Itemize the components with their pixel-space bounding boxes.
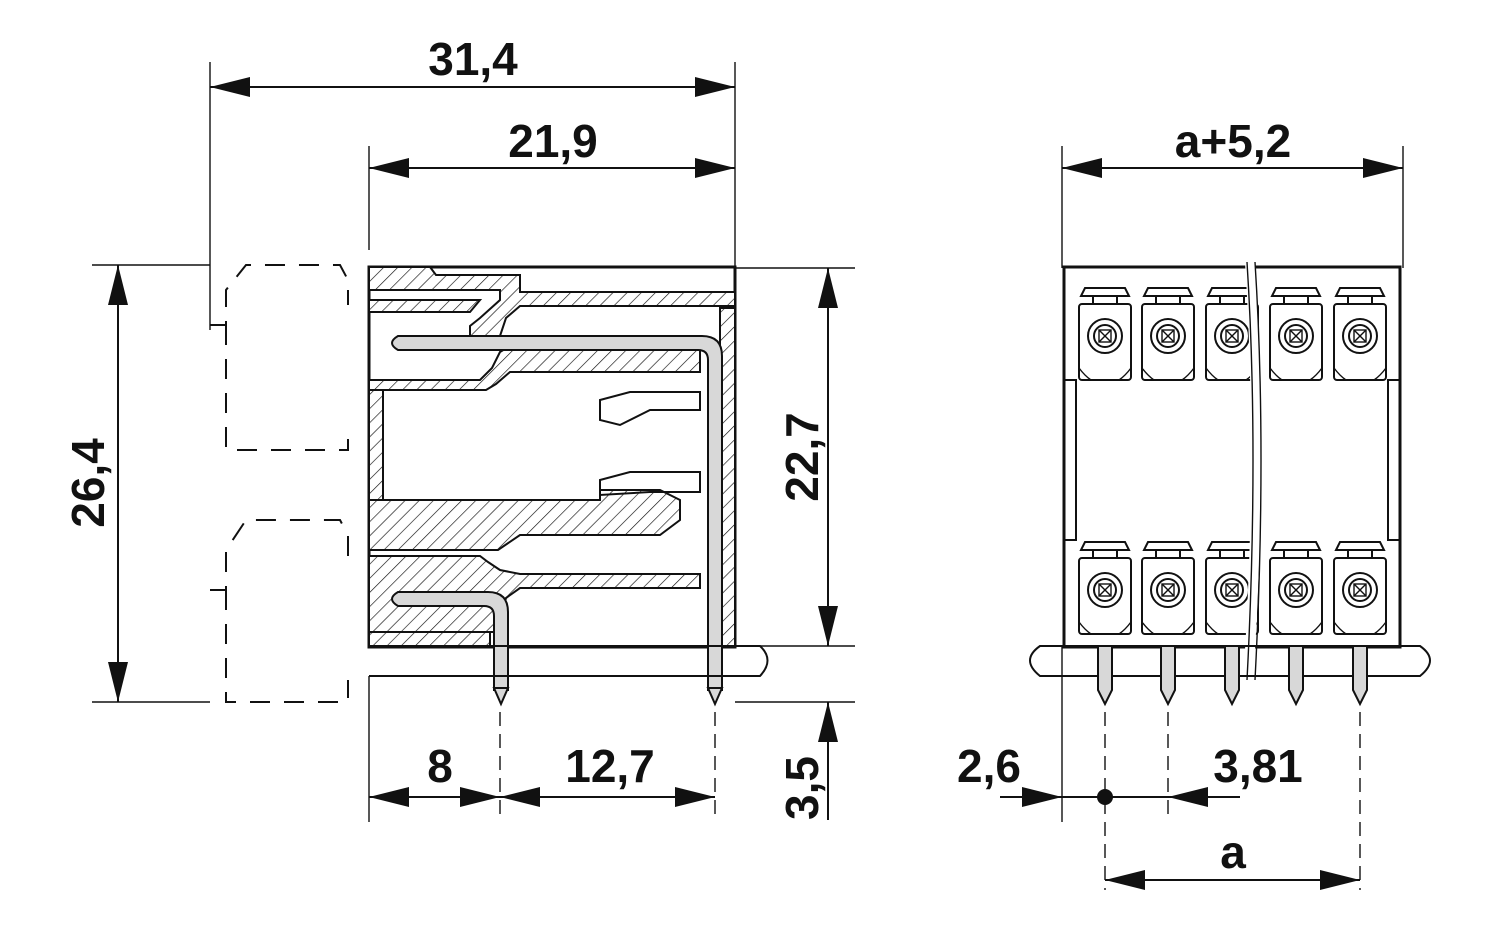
dim-front-width: a+5,2 xyxy=(1175,115,1291,167)
dim-housing-height: 22,7 xyxy=(776,412,828,502)
dimension-lines xyxy=(108,77,1403,890)
dim-pin-length: 3,5 xyxy=(776,756,828,820)
dim-pitch-span: a xyxy=(1220,826,1246,878)
dim-pitch: 3,81 xyxy=(1213,740,1303,792)
dim-overall-height: 26,4 xyxy=(62,438,114,528)
dim-pin-offset-front: 8 xyxy=(427,740,453,792)
side-view xyxy=(92,62,855,822)
dim-edge-offset: 2,6 xyxy=(957,740,1021,792)
front-view xyxy=(1029,146,1431,890)
dim-housing-width: 21,9 xyxy=(508,115,598,167)
dim-pin-row-spacing: 12,7 xyxy=(565,740,655,792)
dim-overall-width: 31,4 xyxy=(428,33,518,85)
